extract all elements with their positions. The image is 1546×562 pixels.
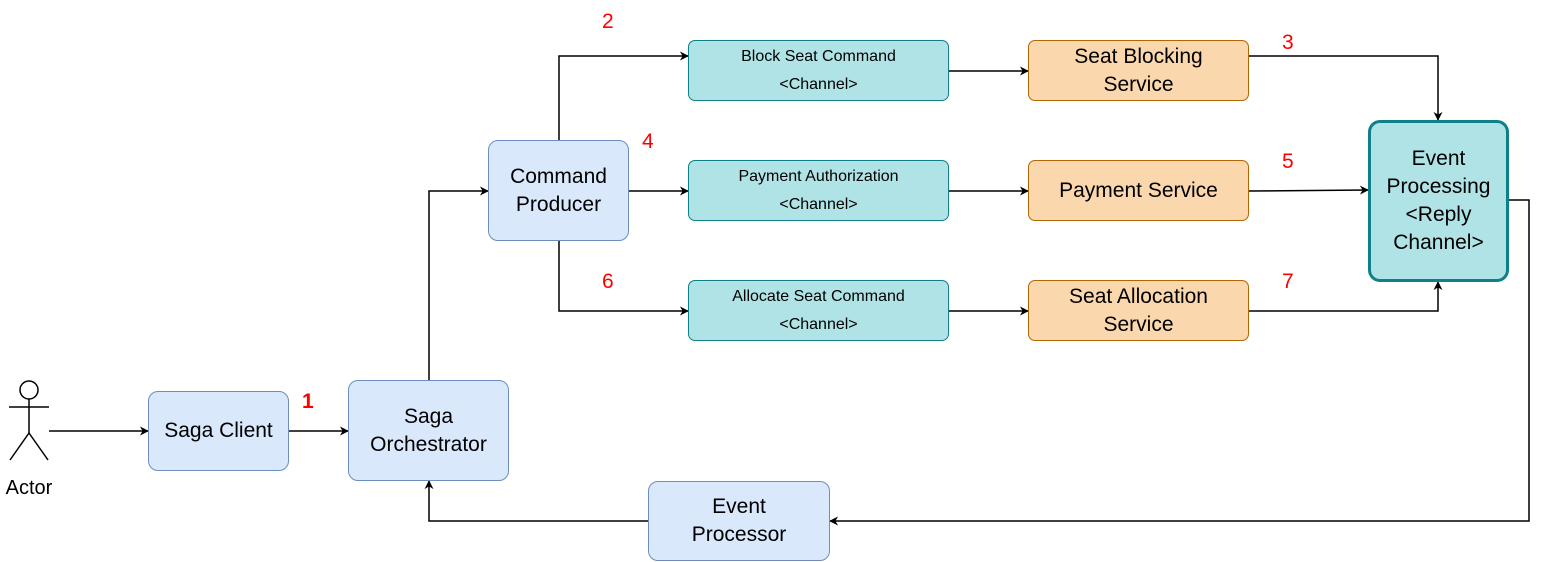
step-number-2: 2 xyxy=(602,10,614,33)
saga-orchestrator-label-line1: Saga xyxy=(403,404,454,428)
edge-producer-to-allocate-seat-channel xyxy=(558,241,689,316)
payment-authorization-channel[interactable]: Payment Authorization <Channel> xyxy=(688,160,949,221)
payment-channel-label-line1: Payment Authorization xyxy=(738,167,899,185)
payment-service-label: Payment Service xyxy=(1059,178,1218,202)
seat-blocking-service-label-line1: Seat Blocking xyxy=(1074,44,1203,68)
event-processing-label-line1: Event xyxy=(1411,147,1466,170)
seat-blocking-service-label-line2: Service xyxy=(1103,72,1174,96)
allocate-seat-command-channel[interactable]: Allocate Seat Command <Channel> xyxy=(688,280,949,341)
block-seat-channel-label-line1: Block Seat Command xyxy=(741,47,896,65)
edge-producer-to-block-seat-channel xyxy=(558,51,689,140)
event-processor-label-line1: Event xyxy=(712,495,766,518)
saga-orchestrator-label-line2: Orchestrator xyxy=(370,432,487,456)
event-processing-label-line4: Channel> xyxy=(1393,231,1484,254)
saga-client-label: Saga Client xyxy=(164,419,273,442)
edge-seat-allocation-to-event-processing xyxy=(1249,281,1443,312)
command-producer-label-line1: Command xyxy=(510,164,607,188)
event-processor-node[interactable]: Event Processor xyxy=(648,481,830,561)
event-processor-label-line2: Processor xyxy=(691,523,787,546)
step-number-5: 5 xyxy=(1282,150,1294,173)
block-seat-channel-label-line2: <Channel> xyxy=(779,75,858,93)
event-processing-label-line3: <Reply xyxy=(1405,203,1472,226)
actor-label: Actor xyxy=(5,477,53,499)
saga-orchestrator-node[interactable]: Saga Orchestrator xyxy=(348,380,509,481)
allocate-seat-channel-label-line2: <Channel> xyxy=(779,315,858,333)
edge-payment-service-to-event-processing xyxy=(1248,185,1369,195)
block-seat-command-channel[interactable]: Block Seat Command <Channel> xyxy=(688,40,949,101)
payment-channel-label-line2: <Channel> xyxy=(779,195,858,213)
seat-allocation-service-label-line1: Seat Allocation xyxy=(1069,284,1208,308)
edge-event-processor-to-orchestrator xyxy=(424,480,648,522)
event-processing-reply-channel[interactable]: Event Processing <Reply Channel> xyxy=(1368,120,1509,282)
edge-event-processing-to-event-processor xyxy=(829,199,1530,526)
step-number-1: 1 xyxy=(302,390,314,413)
seat-allocation-service-node[interactable]: Seat Allocation Service xyxy=(1028,280,1249,341)
edge-seat-blocking-to-event-processing xyxy=(1249,55,1443,121)
step-number-3: 3 xyxy=(1282,31,1294,54)
event-processing-label-line2: Processing xyxy=(1386,175,1491,198)
actor-icon xyxy=(9,380,49,461)
edge-orchestrator-to-command-producer xyxy=(428,186,489,380)
command-producer-label-line2: Producer xyxy=(515,192,602,216)
allocate-seat-channel-label-line1: Allocate Seat Command xyxy=(732,287,905,305)
command-producer-node[interactable]: Command Producer xyxy=(488,140,629,241)
saga-client-node[interactable]: Saga Client xyxy=(148,391,289,471)
step-number-6: 6 xyxy=(602,270,614,293)
seat-blocking-service-node[interactable]: Seat Blocking Service xyxy=(1028,40,1249,101)
payment-service-node[interactable]: Payment Service xyxy=(1028,160,1249,221)
step-number-4: 4 xyxy=(642,130,654,153)
step-number-7: 7 xyxy=(1282,270,1294,293)
seat-allocation-service-label-line2: Service xyxy=(1103,312,1174,336)
